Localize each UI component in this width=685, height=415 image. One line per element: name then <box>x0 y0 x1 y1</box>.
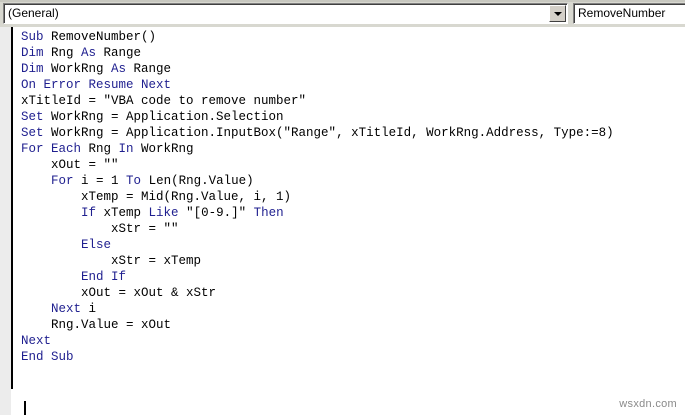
code-line: xStr = "" <box>21 221 614 237</box>
code-line: For i = 1 To Len(Rng.Value) <box>21 173 614 189</box>
code-token: RemoveNumber() <box>43 30 157 44</box>
code-line: xStr = xTemp <box>21 253 614 269</box>
code-line: End Sub <box>21 349 614 365</box>
code-token <box>21 206 81 220</box>
procedure-combo-value: RemoveNumber <box>578 6 666 20</box>
editor-margin-indicator-bar[interactable] <box>0 27 11 415</box>
toolbar-top-hairline <box>0 0 685 2</box>
code-line: On Error Resume Next <box>21 77 614 93</box>
object-combo-value: (General) <box>8 6 59 20</box>
editor-margin-divider <box>11 27 13 389</box>
code-keyword: Next <box>51 302 82 316</box>
watermark: wsxdn.com <box>619 398 677 410</box>
code-token <box>21 238 81 252</box>
code-line: Rng.Value = xOut <box>21 317 614 333</box>
code-line: xOut = xOut & xStr <box>21 285 614 301</box>
code-token: xOut = "" <box>21 158 119 172</box>
code-line: Else <box>21 237 614 253</box>
code-keyword: For Each <box>21 142 82 156</box>
code-line: Set WorkRng = Application.Selection <box>21 109 614 125</box>
code-token: Rng.Value = xOut <box>21 318 172 332</box>
code-keyword: Else <box>81 238 112 252</box>
code-keyword: In <box>118 142 134 156</box>
code-line: xTitleId = "VBA code to remove number" <box>21 93 614 109</box>
code-keyword: Set <box>21 110 44 124</box>
code-keyword: For <box>51 174 74 188</box>
code-token: i <box>81 302 97 316</box>
code-keyword: End Sub <box>21 350 74 364</box>
code-token: WorkRng <box>43 62 112 76</box>
code-line: For Each Rng In WorkRng <box>21 141 614 157</box>
chevron-down-icon <box>553 11 562 16</box>
code-token: WorkRng <box>133 142 194 156</box>
code-keyword: On Error Resume Next <box>21 78 172 92</box>
code-token <box>21 302 51 316</box>
code-line: End If <box>21 269 614 285</box>
code-token: "[0-9.]" <box>178 206 254 220</box>
text-caret <box>24 401 26 415</box>
object-combo[interactable]: (General) <box>3 3 568 24</box>
code-token <box>21 174 51 188</box>
code-token: xTemp <box>96 206 149 220</box>
code-token: xTitleId = "VBA code to remove number" <box>21 94 307 108</box>
code-keyword: Like <box>148 206 179 220</box>
code-line: If xTemp Like "[0-9.]" Then <box>21 205 614 221</box>
code-keyword: Dim <box>21 46 44 60</box>
code-token: xStr = "" <box>21 222 179 236</box>
code-keyword: Then <box>253 206 284 220</box>
procedure-combo[interactable]: RemoveNumber <box>573 3 685 24</box>
code-keyword: Sub <box>21 30 44 44</box>
code-line: Dim WorkRng As Range <box>21 61 614 77</box>
code-token: Len(Rng.Value) <box>141 174 254 188</box>
code-keyword: As <box>81 46 97 60</box>
code-token: i = 1 <box>73 174 127 188</box>
code-keyword: To <box>126 174 142 188</box>
code-token: xTemp = Mid(Rng.Value, i, 1) <box>21 190 292 204</box>
code-keyword: Set <box>21 126 44 140</box>
code-token: Rng <box>81 142 119 156</box>
code-keyword: End If <box>81 270 127 284</box>
code-token: WorkRng = Application.InputBox("Range", … <box>43 126 614 140</box>
code-line: Next <box>21 333 614 349</box>
code-token: Range <box>126 62 172 76</box>
code-token: xStr = xTemp <box>21 254 202 268</box>
code-keyword: Next <box>21 334 52 348</box>
vbe-toolbar: (General) RemoveNumber <box>0 0 685 27</box>
code-line: Set WorkRng = Application.InputBox("Rang… <box>21 125 614 141</box>
code-line: xOut = "" <box>21 157 614 173</box>
code-token: WorkRng = Application.Selection <box>43 110 284 124</box>
code-line: Sub RemoveNumber() <box>21 29 614 45</box>
code-line: Next i <box>21 301 614 317</box>
code-keyword: As <box>111 62 127 76</box>
code-token <box>21 270 81 284</box>
code-line: Dim Rng As Range <box>21 45 614 61</box>
code-token: xOut = xOut & xStr <box>21 286 217 300</box>
code-token: Rng <box>43 46 82 60</box>
code-keyword: If <box>81 206 97 220</box>
code-token: Range <box>96 46 142 60</box>
code-line: xTemp = Mid(Rng.Value, i, 1) <box>21 189 614 205</box>
code-keyword: Dim <box>21 62 44 76</box>
object-combo-dropdown-button[interactable] <box>549 5 566 22</box>
